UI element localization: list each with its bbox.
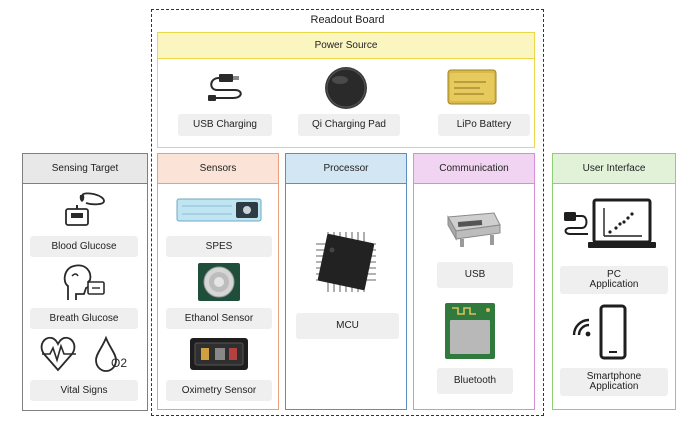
usb-port-icon [447,212,501,247]
vital-signs-icon [40,335,117,372]
pc-application-line1: PC [607,269,621,280]
qi-charging-pad-label: Qi Charging Pad [298,114,400,136]
user-interface-panel: User Interface [552,153,676,410]
sensing-target-panel: Sensing Target [22,153,148,411]
processor-header: Processor [286,154,406,184]
pc-application-label: PC Application [560,266,668,294]
qi-charging-pad-icon [325,67,367,109]
smartphone-application-line1: Smartphone [586,371,642,382]
power-source-title: Power Source [314,40,378,51]
smartphone-icon [572,304,627,360]
usb-cable-icon [208,74,242,101]
ethanol-sensor-icon [198,263,240,301]
sensors-title: Sensors [199,163,237,174]
smartphone-application-line2: Application [589,381,639,392]
breath-glucose-label: Breath Glucose [30,308,138,329]
processor-panel: Processor [285,153,407,410]
vital-signs-label: Vital Signs [30,380,138,401]
blood-glucose-icon [65,192,105,226]
communication-panel: Communication [413,153,535,410]
power-source-panel: Power Source [157,32,535,148]
sensors-panel: Sensors [157,153,279,410]
processor-title: Processor [323,163,369,174]
bluetooth-module-icon [445,303,495,359]
user-interface-title: User Interface [582,163,646,174]
oximetry-sensor-icon [190,338,248,370]
sensors-header: Sensors [158,154,278,184]
mcu-label: MCU [296,313,399,339]
blood-glucose-label: Blood Glucose [30,236,138,257]
communication-header: Communication [414,154,534,184]
usb-comm-label: USB [437,262,513,288]
lipo-battery-label: LiPo Battery [438,114,530,136]
readout-board-frame [151,9,544,416]
spes-strip-icon [176,198,262,222]
mcu-chip-icon [316,232,376,292]
power-source-header: Power Source [158,33,534,59]
smartphone-application-label: Smartphone Application [560,368,668,396]
bluetooth-label: Bluetooth [437,368,513,394]
lipo-battery-icon [447,69,497,105]
communication-title: Communication [439,163,509,174]
user-interface-header: User Interface [553,154,675,184]
breath-glucose-icon [63,264,105,300]
oxygen-symbol: O2 [111,356,128,370]
sensing-target-header: Sensing Target [23,154,147,184]
pc-application-line2: Application [589,279,639,290]
usb-charging-label: USB Charging [178,114,272,136]
sensing-target-title: Sensing Target [51,163,119,174]
laptop-icon [564,198,656,248]
spes-label: SPES [166,236,272,257]
oximetry-sensor-label: Oximetry Sensor [166,380,272,401]
ethanol-sensor-label: Ethanol Sensor [166,308,272,329]
readout-board-title: Readout Board [310,14,385,26]
